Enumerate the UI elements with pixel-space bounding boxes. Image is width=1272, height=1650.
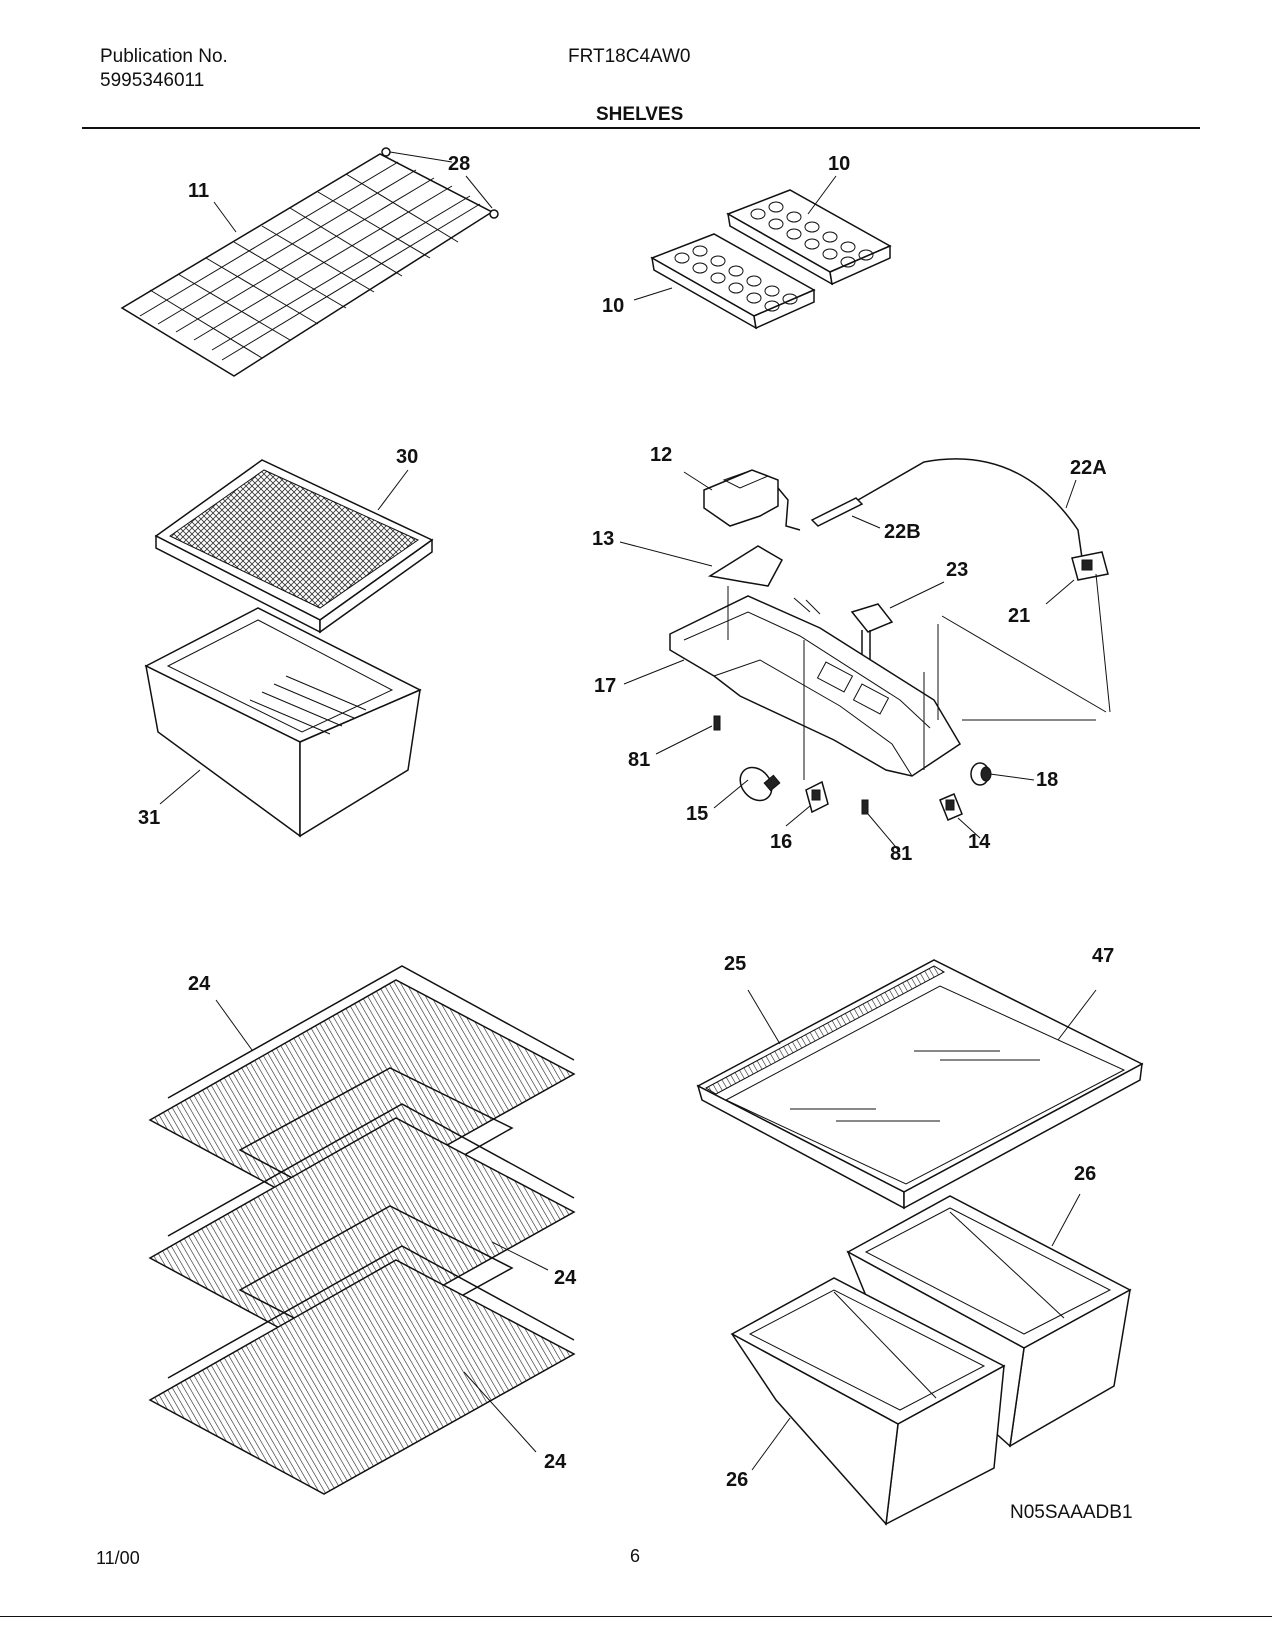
callout-11: 11 — [188, 180, 209, 202]
callout-12: 12 — [650, 444, 672, 466]
part-10-ice-tray-lower — [650, 233, 816, 330]
callout-30: 30 — [396, 446, 418, 468]
part-13-diffuser — [707, 545, 784, 587]
leader-lines-drawers — [751, 1193, 1081, 1471]
part-21-control — [1071, 551, 1109, 581]
part-26-drawer-left — [730, 1277, 1006, 1526]
part-16-socket — [805, 780, 829, 814]
callout-13: 13 — [592, 528, 614, 550]
part-31-crisper-pan — [144, 607, 422, 838]
callout-26-upper: 26 — [1074, 1163, 1096, 1185]
callout-81-upper: 81 — [628, 749, 650, 771]
callout-22b: 22B — [884, 521, 921, 543]
callout-28: 28 — [448, 153, 470, 175]
part-11-freezer-wire-shelf — [120, 147, 499, 377]
part-30-crisper-cover — [154, 459, 434, 634]
part-10-ice-tray-upper — [726, 189, 892, 286]
callout-25: 25 — [724, 953, 746, 975]
part-14-light-switch — [939, 793, 963, 821]
callout-18: 18 — [1036, 769, 1058, 791]
part-22a-cable — [857, 458, 1083, 559]
callout-10-upper: 10 — [828, 153, 850, 175]
footer-date: 11/00 — [96, 1548, 140, 1568]
page-number: 6 — [630, 1546, 641, 1566]
part-12-cover — [703, 469, 801, 531]
part-25-shelf-frame — [696, 959, 1144, 1210]
callout-10-lower: 10 — [602, 295, 624, 317]
callout-47: 47 — [1092, 945, 1114, 967]
footer-rule — [0, 1616, 1272, 1617]
part-47-glass-panel — [724, 985, 1126, 1185]
header-rule — [82, 127, 1200, 129]
callout-26-lower: 26 — [726, 1469, 748, 1491]
part-18-knob — [970, 762, 992, 786]
callout-23: 23 — [946, 559, 968, 581]
publication-label: Publication No. — [100, 46, 228, 67]
callout-17: 17 — [594, 675, 616, 697]
callout-24-top: 24 — [188, 973, 211, 995]
callout-15: 15 — [686, 803, 708, 825]
callout-16: 16 — [770, 831, 792, 853]
callout-labels: 28 11 10 10 30 31 12 22A 13 22B 23 21 17… — [138, 153, 1114, 1491]
part-24-wire-shelf-middle — [148, 1103, 576, 1353]
part-22b-tube — [810, 497, 864, 527]
model-number: FRT18C4AW0 — [568, 46, 691, 67]
callout-24-middle: 24 — [554, 1267, 577, 1289]
callout-81-lower: 81 — [890, 843, 912, 865]
section-title: SHELVES — [596, 104, 684, 125]
part-15-bulb — [739, 766, 781, 802]
leader-lines-glass-shelf — [747, 989, 1097, 1045]
callout-24-bottom: 24 — [544, 1451, 567, 1473]
callout-22a: 22A — [1070, 457, 1107, 479]
part-81-screw-lower — [861, 799, 869, 815]
callout-14: 14 — [968, 831, 991, 853]
drawing-code: N05SAAADB1 — [1010, 1502, 1133, 1523]
part-17-housing — [669, 573, 1111, 780]
leader-lines-assembly — [619, 471, 1077, 853]
callout-31: 31 — [138, 807, 160, 829]
publication-number: 5995346011 — [100, 70, 205, 91]
part-24-wire-shelf-lower — [148, 1245, 576, 1495]
callout-21: 21 — [1008, 605, 1030, 627]
leader-lines-shelves — [215, 999, 549, 1453]
part-81-screw-upper — [713, 715, 721, 731]
